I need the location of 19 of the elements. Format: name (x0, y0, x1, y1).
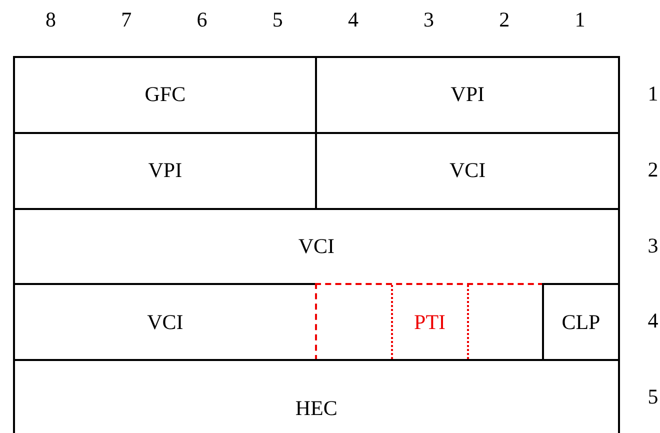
bit-number: 3 (424, 8, 434, 32)
octet-number: 3 (648, 233, 658, 258)
header-field: HEC (13, 359, 620, 433)
bit-number: 5 (272, 8, 283, 32)
header-field: CLP (542, 283, 620, 362)
bit-number: 2 (499, 8, 510, 32)
header-field: VPI (315, 56, 620, 134)
octet-number: 2 (648, 157, 658, 182)
field-label: PTI (414, 310, 446, 335)
bit-number: 4 (348, 8, 358, 32)
octet-number: 4 (648, 308, 658, 334)
octet-number: 1 (648, 81, 658, 106)
octet-number: 5 (648, 384, 658, 410)
bit-number: 1 (574, 8, 586, 32)
header-field: GFC (13, 56, 318, 134)
bit-number: 6 (196, 8, 208, 32)
header-field: VCI (13, 208, 620, 286)
bit-number: 7 (121, 8, 132, 32)
bit-number: 8 (46, 8, 56, 32)
